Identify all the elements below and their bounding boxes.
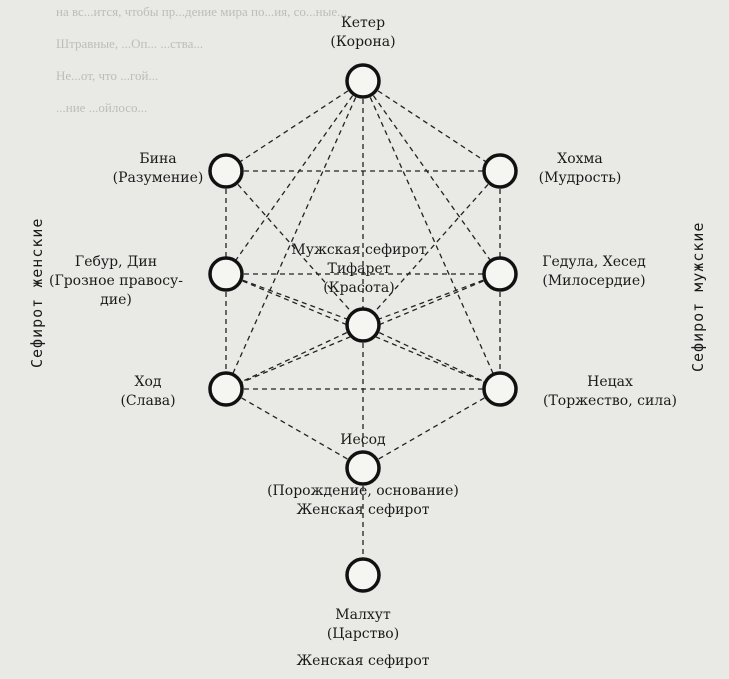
edge-tifaret-hod — [225, 324, 364, 390]
node-netsah — [482, 371, 518, 407]
label-gedula-line: Гедула, Хесед — [542, 254, 646, 270]
label-tifaret-line: Мужская сефирот — [291, 242, 426, 258]
label-gebur-line: Гебур, Дин — [75, 254, 157, 270]
background-text-line: ...ние ...ойлосо... — [56, 100, 148, 115]
background-text-line: на вс...ится, чтобы пр...дение мира по..… — [56, 4, 347, 19]
edge-bina-tifaret — [225, 170, 364, 326]
label-hod: Ход (Слава) — [120, 374, 175, 409]
label-gedula-line: (Милосердие) — [542, 273, 645, 289]
background-text-line: Штравные, ...Оп... ...ства... — [56, 36, 204, 51]
label-keter: Кетер (Корона) — [330, 15, 395, 50]
label-bina: Бина (Разумение) — [113, 151, 204, 186]
label-bina-line: (Разумение) — [113, 170, 204, 186]
edge-keter-gedula — [362, 80, 501, 275]
label-bina-line: Бина — [139, 151, 176, 167]
label-gedula: Гедула, Хесед (Милосердие) — [542, 254, 646, 289]
label-gebur-line: (Грозное правосу- — [49, 273, 183, 289]
label-hokhma: Хохма (Мудрость) — [539, 151, 622, 186]
side-label-female: Сефирот женские — [28, 218, 46, 368]
label-hod-line: Ход — [134, 374, 161, 390]
label-hod-line: (Слава) — [120, 393, 175, 409]
edge-tifaret-netsah — [362, 324, 501, 390]
label-iesod-line: (Порождение, основание) — [267, 483, 459, 499]
edge-keter-hokhma — [362, 80, 501, 172]
node-keter — [345, 63, 381, 99]
node-malkhut — [345, 557, 381, 593]
edge-gebur-tifaret — [225, 273, 364, 326]
edge-netsah-iesod — [362, 388, 501, 469]
sefirot-nodes — [208, 63, 518, 593]
label-iesod: Иесод (Порождение, основание) Женская сефи… — [267, 432, 459, 518]
node-tifaret — [345, 307, 381, 343]
node-iesod — [345, 450, 381, 486]
label-keter-line: (Корона) — [330, 34, 395, 50]
label-gebur-line: дие) — [100, 292, 132, 308]
connections — [225, 80, 501, 575]
side-label-male: Сефирот мужские — [689, 222, 707, 372]
label-gebur: Гебур, Дин (Грозное правосу-дие) — [49, 254, 183, 308]
edge-keter-hod — [225, 80, 364, 390]
node-gebur — [208, 256, 244, 292]
edge-keter-gebur — [225, 80, 364, 275]
label-hokhma-line: (Мудрость) — [539, 170, 622, 186]
label-malkhut-line: Малхут — [335, 607, 391, 623]
edge-hod-iesod — [225, 388, 364, 469]
node-gedula — [482, 256, 518, 292]
node-bina — [208, 153, 244, 189]
edge-gedula-tifaret — [362, 273, 501, 326]
label-iesod-line: Иесод — [340, 432, 386, 448]
edge-keter-bina — [225, 80, 364, 172]
label-malkhut-line: (Царство) — [327, 626, 399, 642]
edge-hokhma-tifaret — [362, 170, 501, 326]
label-netsah-line: Нецах — [587, 374, 633, 390]
label-hokhma-line: Хохма — [557, 151, 603, 167]
label-malkhut: Малхут (Царство) Женская сефирот — [296, 607, 429, 669]
label-netsah-line: (Торжество, сила) — [543, 393, 677, 409]
label-malkhut-line: Женская сефирот — [296, 653, 429, 669]
label-netsah: Нецах (Торжество, сила) — [543, 374, 677, 409]
label-iesod-line: Женская сефирот — [296, 502, 429, 518]
background-text-line: Не...от, что ...гой... — [56, 68, 159, 83]
label-tifaret-line: (Красота) — [323, 280, 394, 296]
edge-keter-netsah — [362, 80, 501, 390]
node-labels: Кетер (Корона) Бина (Разумение) Хохма (Мудрос… — [49, 15, 677, 669]
label-tifaret-line: Тифарет — [328, 261, 391, 277]
label-keter-line: Кетер — [341, 15, 385, 31]
node-hokhma — [482, 153, 518, 189]
node-hod — [208, 371, 244, 407]
